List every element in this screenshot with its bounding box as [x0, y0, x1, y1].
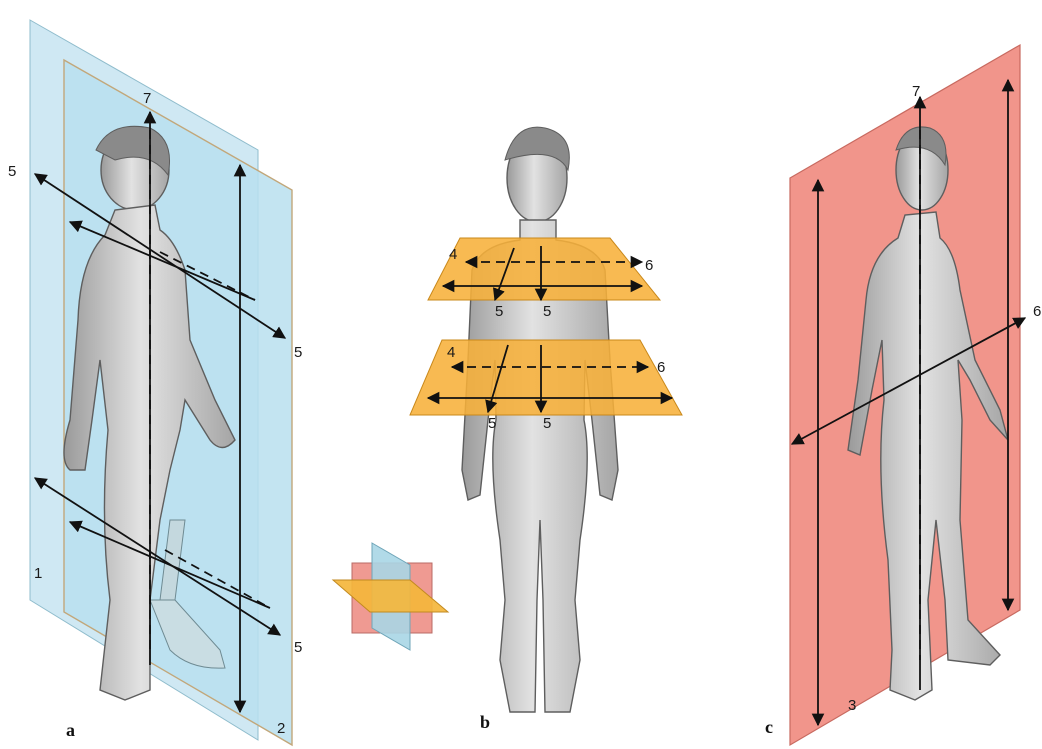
- panel-letter-b: b: [480, 712, 490, 732]
- label-6-upper: 6: [645, 257, 653, 274]
- panel-c: 7 6 3 c: [765, 45, 1041, 745]
- label-7-c: 7: [912, 83, 920, 100]
- transverse-plane-upper: [428, 238, 660, 300]
- label-6-lower: 6: [657, 359, 665, 376]
- label-5-a-right-lower: 5: [294, 639, 302, 656]
- label-4-lower: 4: [447, 344, 455, 361]
- label-5-upper-a: 5: [495, 303, 503, 320]
- label-5-a-left: 5: [8, 163, 16, 180]
- label-plane-2: 2: [277, 720, 285, 737]
- label-5-lower-b: 5: [543, 415, 551, 432]
- label-5-a-right-upper: 5: [294, 344, 302, 361]
- label-plane-3: 3: [848, 697, 856, 714]
- planes-inset: [333, 543, 448, 650]
- label-5-upper-b: 5: [543, 303, 551, 320]
- panel-letter-a: a: [66, 720, 75, 740]
- panel-b: 4 6 5 5 4 6 5 5 b: [410, 127, 682, 732]
- female-figure-b: [462, 127, 618, 712]
- label-7-a: 7: [143, 90, 151, 107]
- label-plane-1: 1: [34, 565, 42, 582]
- label-4-upper: 4: [449, 246, 457, 263]
- panel-letter-c: c: [765, 717, 773, 737]
- panel-a: 7 5 5 5 1 2 a: [8, 20, 302, 745]
- label-6-c: 6: [1033, 303, 1041, 320]
- label-5-lower-a: 5: [488, 415, 496, 432]
